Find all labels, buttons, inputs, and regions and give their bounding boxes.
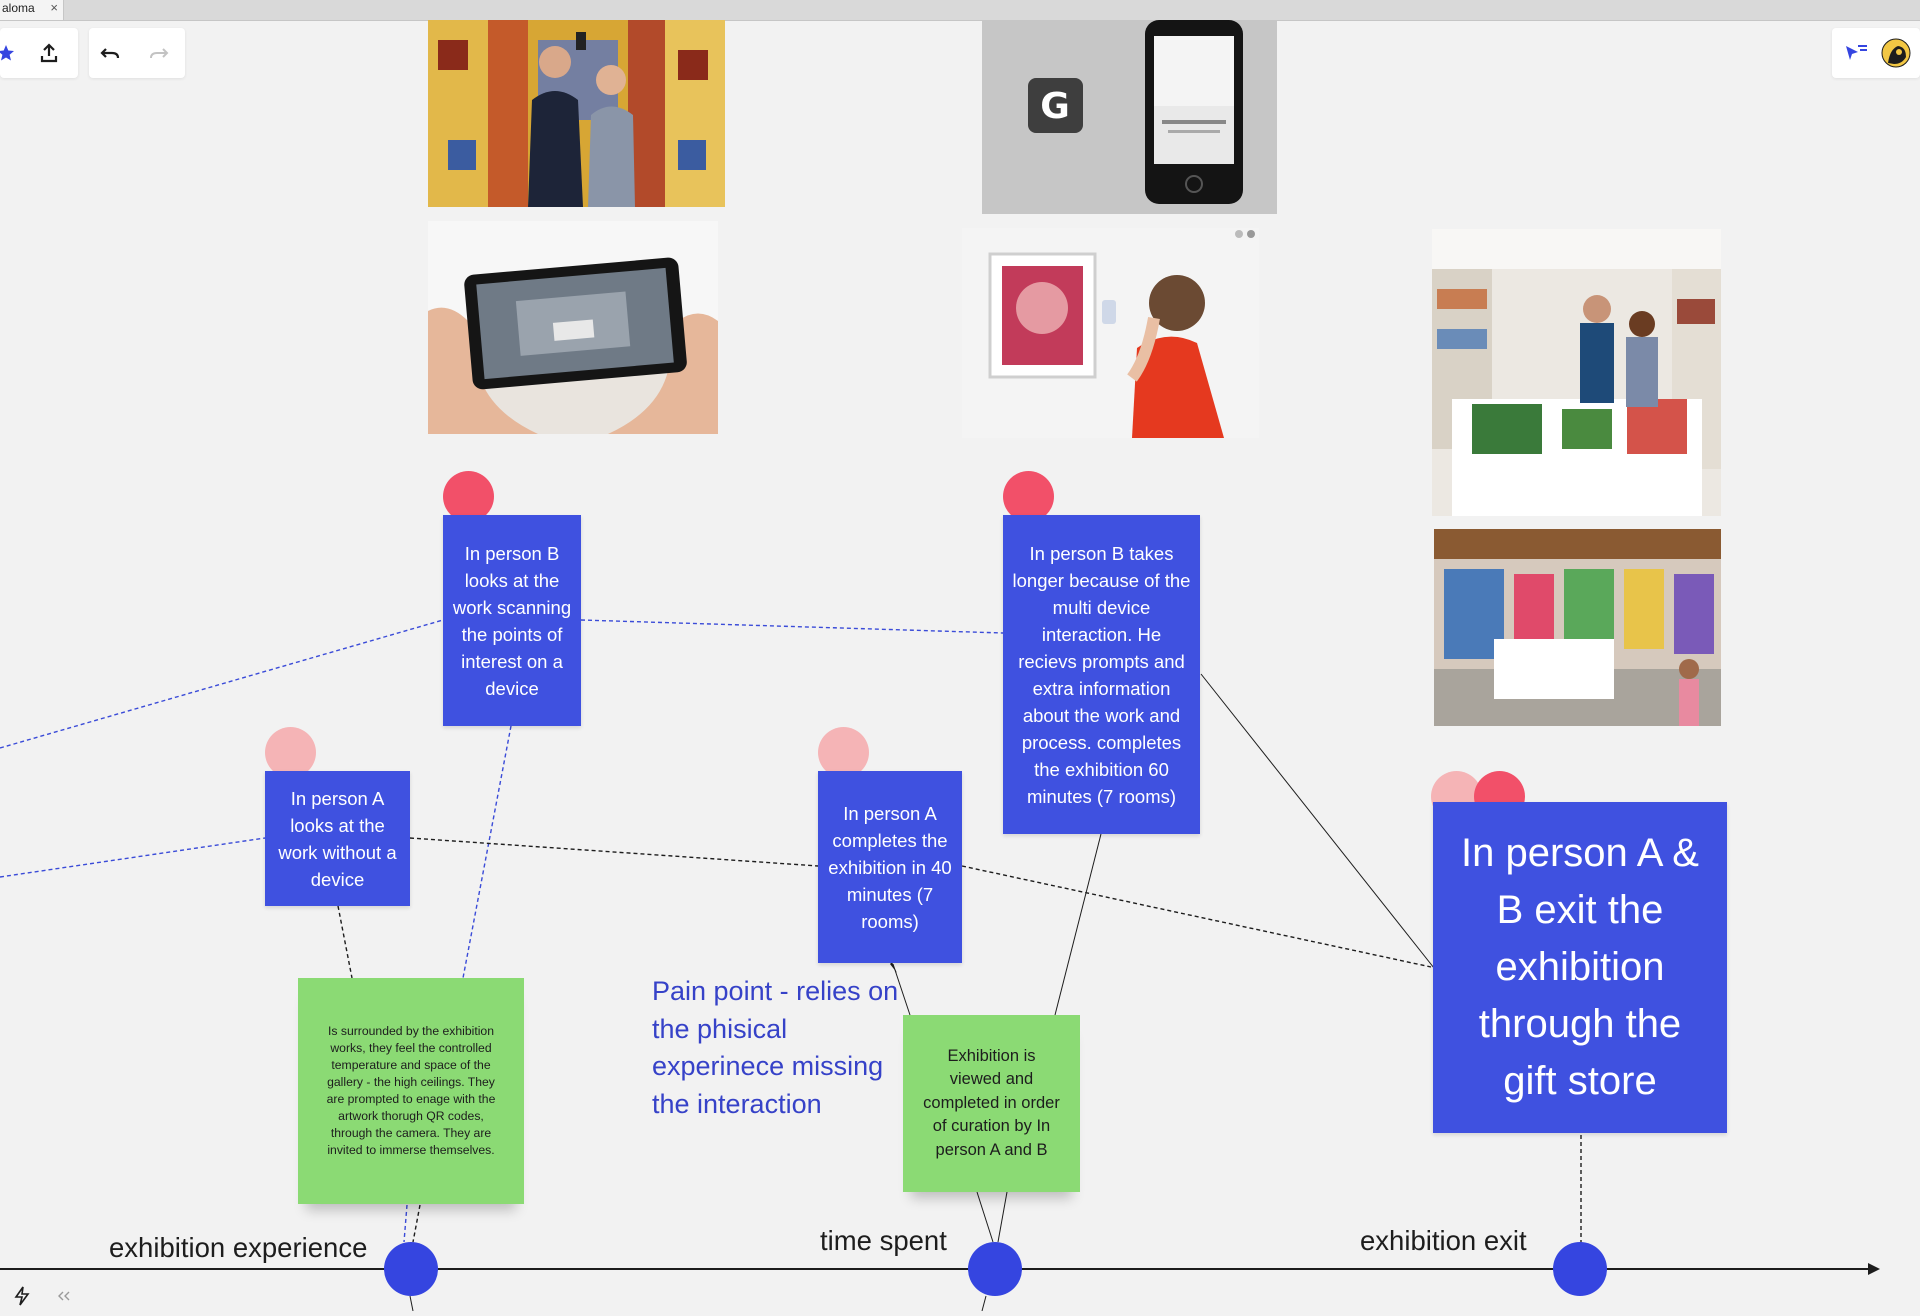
- card-person-a-completes[interactable]: In person A completes the exhibition in …: [818, 771, 962, 963]
- axis-label-exhibition-exit[interactable]: exhibition exit: [1360, 1225, 1527, 1256]
- card-text: In person B takes longer because of the …: [1012, 542, 1191, 807]
- card-text: In person A & B exit the exhibition thro…: [1461, 831, 1699, 1103]
- board-tab-title: aloma: [2, 1, 35, 15]
- person-b-marker[interactable]: [443, 471, 494, 522]
- card-person-b-scanning[interactable]: In person B looks at the work scanning t…: [443, 515, 581, 726]
- timeline-arrow-head: [1868, 1263, 1880, 1275]
- user-avatar-button[interactable]: [1876, 33, 1916, 73]
- connector-line: [580, 619, 1004, 634]
- export-button[interactable]: [29, 33, 69, 73]
- sticky-surrounded-by-works[interactable]: Is surrounded by the exhibition works, t…: [298, 978, 524, 1204]
- connector-line: [981, 1295, 987, 1311]
- person-a-marker[interactable]: [818, 727, 869, 778]
- undo-button[interactable]: [90, 33, 130, 73]
- connector-line: [976, 1191, 994, 1243]
- tab-bar: aloma ×: [0, 0, 1920, 21]
- toolbar-history-group: [89, 28, 185, 78]
- ar-phone-gallery-photo[interactable]: [428, 221, 718, 434]
- woman-photographing-painting-photo[interactable]: [962, 228, 1259, 438]
- sticky-text: Exhibition is viewed and completed in or…: [923, 1046, 1060, 1159]
- card-text: In person A completes the exhibition in …: [828, 802, 952, 932]
- axis-label-time-spent[interactable]: time spent: [820, 1225, 947, 1256]
- connector-line: [412, 1204, 421, 1243]
- undo-icon: [100, 48, 120, 59]
- user-avatar-icon: [1881, 38, 1911, 68]
- star-icon: [0, 45, 14, 61]
- timeline-node-experience[interactable]: [384, 1242, 438, 1296]
- connector-line: [0, 837, 266, 878]
- gift-store-shoppers-photo[interactable]: [1432, 229, 1721, 516]
- close-tab-icon[interactable]: ×: [50, 0, 58, 15]
- pain-point-text: Pain point - relies on the phisical expe…: [652, 976, 899, 1119]
- connector-line: [961, 865, 1432, 968]
- connector-line: [462, 725, 512, 979]
- card-exit-gift-store[interactable]: In person A & B exit the exhibition thro…: [1433, 802, 1727, 1133]
- sticky-viewed-in-order[interactable]: Exhibition is viewed and completed in or…: [903, 1015, 1080, 1192]
- toolbar-share-group: [0, 28, 78, 78]
- connector-line: [409, 1295, 414, 1311]
- gallery-app-phone-photo[interactable]: G: [982, 20, 1277, 214]
- card-text: In person B looks at the work scanning t…: [452, 542, 572, 699]
- board-canvas[interactable]: G: [0, 20, 1920, 1311]
- card-person-b-longer[interactable]: In person B takes longer because of the …: [1003, 515, 1200, 834]
- selfie-in-gallery-photo[interactable]: [428, 20, 725, 207]
- timeline-node-time-spent[interactable]: [968, 1242, 1022, 1296]
- gift-store-interior-photo[interactable]: [1434, 529, 1721, 726]
- bottom-controls: [0, 1282, 120, 1311]
- filter-pointer-icon: [1846, 45, 1867, 60]
- redo-icon: [150, 48, 169, 59]
- card-person-a-no-device[interactable]: In person A looks at the work without a …: [265, 771, 410, 906]
- connector-line: [0, 619, 444, 749]
- person-b-marker[interactable]: [1003, 471, 1054, 522]
- board-tab[interactable]: aloma ×: [0, 0, 64, 20]
- svg-text:G: G: [1040, 86, 1070, 127]
- double-chevron-left-icon: [58, 1291, 70, 1301]
- connector-line: [997, 1191, 1008, 1243]
- star-button[interactable]: [0, 33, 26, 73]
- connector-line: [1200, 673, 1435, 969]
- connector-line: [337, 905, 353, 979]
- axis-label-exhibition-experience[interactable]: exhibition experience: [109, 1232, 368, 1263]
- filter-pointer-button[interactable]: [1836, 33, 1876, 73]
- connector-line: [1054, 833, 1102, 1016]
- person-a-marker[interactable]: [265, 727, 316, 778]
- redo-button[interactable]: [139, 33, 179, 73]
- connector-line: [403, 1204, 408, 1243]
- quick-actions-button[interactable]: [2, 1276, 42, 1316]
- connector-line: [892, 963, 911, 1016]
- collapse-panel-button[interactable]: [44, 1276, 84, 1316]
- lightning-icon: [14, 1286, 30, 1306]
- toolbar-collaboration-group: [1832, 28, 1920, 78]
- pain-point-note[interactable]: Pain point - relies on the phisical expe…: [652, 973, 902, 1123]
- export-icon: [40, 43, 58, 63]
- sticky-text: Is surrounded by the exhibition works, t…: [326, 1024, 496, 1157]
- arrow-head: [890, 962, 897, 973]
- card-text: In person A looks at the work without a …: [278, 787, 397, 890]
- timeline-node-exit[interactable]: [1553, 1242, 1607, 1296]
- connector-line: [409, 837, 819, 867]
